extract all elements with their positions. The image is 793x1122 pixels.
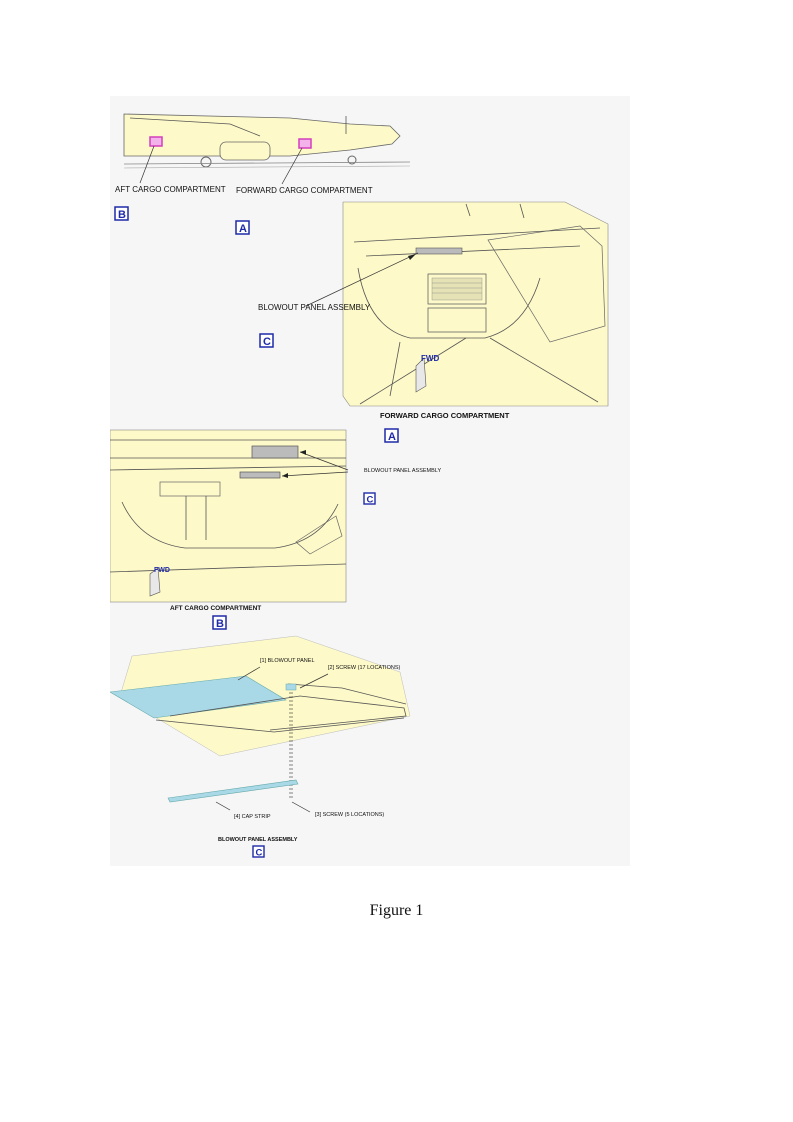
ref-box-b-aircraft — [114, 206, 129, 221]
ref-letter-c-aft: C — [367, 495, 374, 506]
aircraft-side-view — [123, 113, 411, 185]
assembly-item1-label: [1] BLOWOUT PANEL — [260, 658, 315, 664]
ref-box-a-aircraft — [235, 220, 250, 235]
aft-callout-label: BLOWOUT PANEL ASSEMBLY — [364, 468, 441, 474]
ref-box-a-forward — [384, 428, 399, 443]
aft-cargo-label: AFT CARGO COMPARTMENT — [115, 185, 226, 194]
fwd-tag-aft: FWD — [154, 567, 170, 574]
aft-cargo-highlight — [149, 136, 163, 147]
blowout-panel-shape — [110, 675, 287, 719]
cap-strip-shape — [167, 779, 299, 803]
ref-box-c-aft — [363, 492, 376, 505]
ref-letter-a-forward: A — [388, 431, 396, 443]
assembly-item3-label: [3] SCREW (5 LOCATIONS) — [315, 812, 384, 818]
ref-letter-c-assembly: C — [256, 848, 263, 859]
ref-box-c-forward — [259, 333, 274, 348]
assembly-view — [110, 635, 411, 813]
ref-letter-a-aircraft: A — [239, 223, 247, 235]
ref-letter-b-aft: B — [216, 618, 224, 630]
figure-diagram: AFT CARGO COMPARTMENT B FORWARD CARGO CO… — [110, 96, 630, 866]
forward-compartment-view — [305, 201, 609, 407]
forward-compartment-title: FORWARD CARGO COMPARTMENT — [380, 411, 510, 420]
ref-box-b-aft — [212, 615, 227, 630]
aft-compartment-view — [110, 429, 349, 603]
forward-callout-label: BLOWOUT PANEL ASSEMBLY — [258, 303, 371, 312]
ref-letter-b-aircraft: B — [118, 209, 126, 221]
forward-cargo-highlight — [298, 138, 312, 149]
fwd-tag-forward: FWD — [421, 354, 439, 363]
aft-compartment-title: AFT CARGO COMPARTMENT — [170, 605, 261, 612]
assembly-item4-label: [4] CAP STRIP — [234, 814, 271, 820]
forward-cargo-label: FORWARD CARGO COMPARTMENT — [236, 186, 373, 195]
assembly-item2-label: [2] SCREW (17 LOCATIONS) — [328, 665, 400, 671]
assembly-title: BLOWOUT PANEL ASSEMBLY — [218, 837, 298, 843]
ref-box-c-assembly — [252, 845, 265, 858]
figure-caption: Figure 1 — [369, 902, 424, 919]
ref-letter-c-forward: C — [263, 336, 271, 348]
